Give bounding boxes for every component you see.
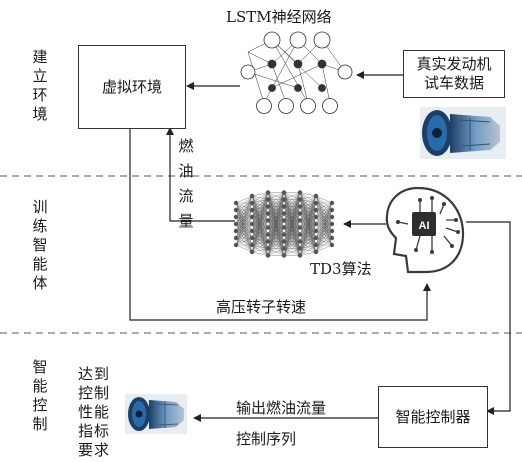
edge-hp-speed — [129, 128, 431, 321]
td3-label: TD3算法 — [310, 260, 372, 278]
edge-fuel-flow — [166, 127, 235, 222]
engine-photo-bottom — [125, 394, 187, 434]
lstm-title: LSTM神经网络 — [226, 8, 332, 26]
output-fuel-label: 输出燃油流量 — [236, 399, 327, 417]
edge-brain-to-controller — [466, 221, 511, 415]
section-label-train-agent: 训练智能体 — [32, 198, 48, 292]
ai-brain-icon: AI — [385, 186, 465, 274]
virtual-env-box: 虚拟环境 — [78, 45, 186, 129]
section-label-smart-control: 智能控制 — [32, 358, 48, 433]
engine-photo-top — [420, 107, 506, 159]
hp-speed-label: 高压转子转速 — [216, 298, 307, 316]
td3-network-icon — [233, 190, 335, 258]
fuel-flow-label: 燃油流量 — [178, 137, 194, 230]
real-data-box: 真实发动机试车数据 — [403, 50, 505, 98]
control-seq-label: 控制序列 — [236, 430, 297, 448]
smart-controller-box: 智能控制器 — [378, 386, 488, 448]
lstm-network-icon — [240, 31, 353, 114]
svg-text:AI: AI — [419, 220, 430, 232]
goal-text: 达到控制性能指标要求 — [78, 365, 111, 459]
section-label-build-env: 建立环境 — [32, 48, 48, 123]
